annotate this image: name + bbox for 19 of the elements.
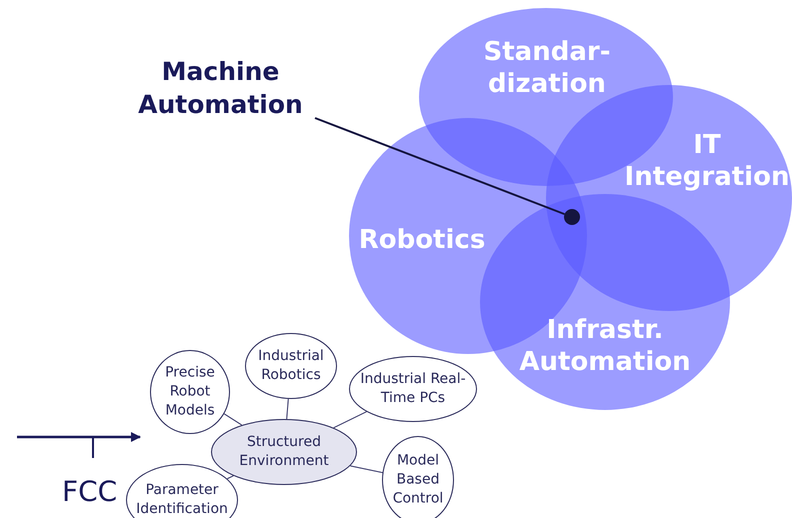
connector-line bbox=[286, 398, 289, 420]
axis-label: FCC bbox=[62, 475, 118, 509]
topic-label: Precise Robot Models bbox=[164, 364, 216, 420]
topic-label: Parameter Identification bbox=[135, 481, 229, 518]
connector-line bbox=[224, 413, 242, 426]
connector-line bbox=[226, 475, 234, 480]
topic-label: Industrial Real-Time PCs bbox=[359, 370, 467, 408]
circle-label: Infrastr. Automation bbox=[518, 314, 692, 378]
circle-label: Standar- dization bbox=[482, 36, 612, 100]
intersection-dot bbox=[564, 209, 580, 225]
connector-line bbox=[350, 465, 384, 474]
circle-label: Robotics bbox=[358, 224, 486, 256]
topic-label: Industrial Robotics bbox=[257, 347, 325, 385]
topic-label: Model Based Control bbox=[392, 452, 444, 508]
topic-label: Structured Environment bbox=[238, 433, 330, 471]
heading-text: Machine Automation bbox=[118, 55, 323, 121]
circle-label: IT Integration bbox=[624, 129, 790, 193]
leader-line bbox=[314, 117, 565, 216]
connector-line bbox=[333, 411, 368, 428]
